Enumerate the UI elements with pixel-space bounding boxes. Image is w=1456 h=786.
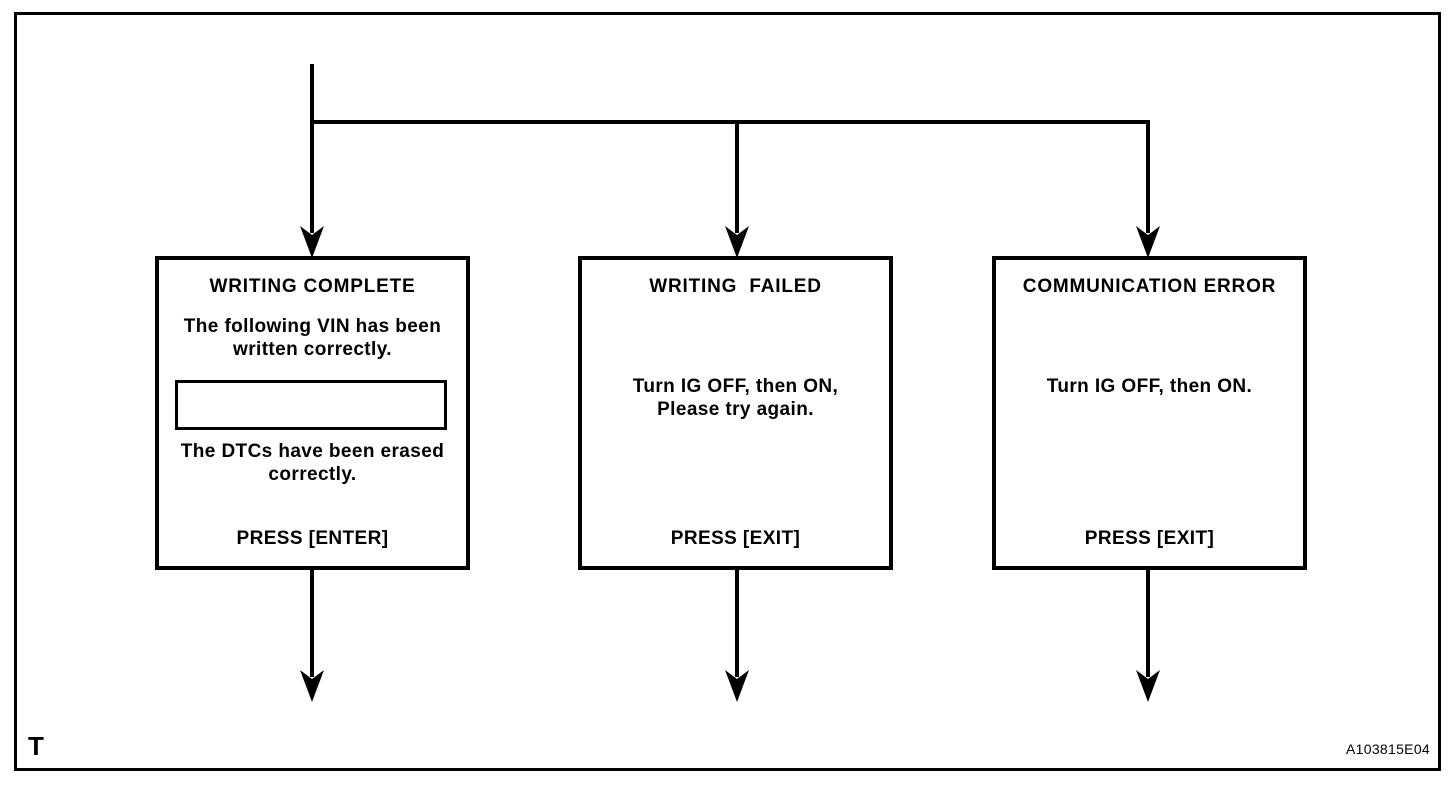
arrowhead-into-left-box xyxy=(300,226,324,258)
figure-code: A103815E04 xyxy=(1346,741,1430,757)
page-marker: T xyxy=(28,731,44,761)
arrowhead-into-right-box xyxy=(1136,226,1160,258)
screen-box-communication-error: COMMUNICATION ERROR Turn IG OFF, then ON… xyxy=(992,256,1307,570)
press-key-prompt: PRESS [EXIT] xyxy=(670,528,801,549)
arrowhead-exit-right xyxy=(1136,670,1160,702)
screen-message: The DTCs have been erased correctly. xyxy=(180,441,445,485)
screen-message: Turn IG OFF, then ON, Please try again. xyxy=(632,376,839,420)
figure-border xyxy=(14,12,1441,771)
screen-title: WRITING FAILED xyxy=(649,276,822,297)
screen-title: WRITING COMPLETE xyxy=(209,276,416,297)
press-key-prompt: PRESS [EXIT] xyxy=(1084,528,1215,549)
vin-value-field xyxy=(175,380,447,430)
screen-box-writing-complete: WRITING COMPLETE The following VIN has b… xyxy=(155,256,470,570)
screen-title: COMMUNICATION ERROR xyxy=(1022,276,1277,297)
press-key-prompt: PRESS [ENTER] xyxy=(236,528,389,549)
arrowhead-exit-left xyxy=(300,670,324,702)
screen-message: Turn IG OFF, then ON. xyxy=(1046,376,1253,397)
screen-box-writing-failed: WRITING FAILED Turn IG OFF, then ON, Ple… xyxy=(578,256,893,570)
arrowhead-exit-middle xyxy=(725,670,749,702)
arrowhead-into-middle-box xyxy=(725,226,749,258)
screen-message: The following VIN has been written corre… xyxy=(183,316,442,360)
